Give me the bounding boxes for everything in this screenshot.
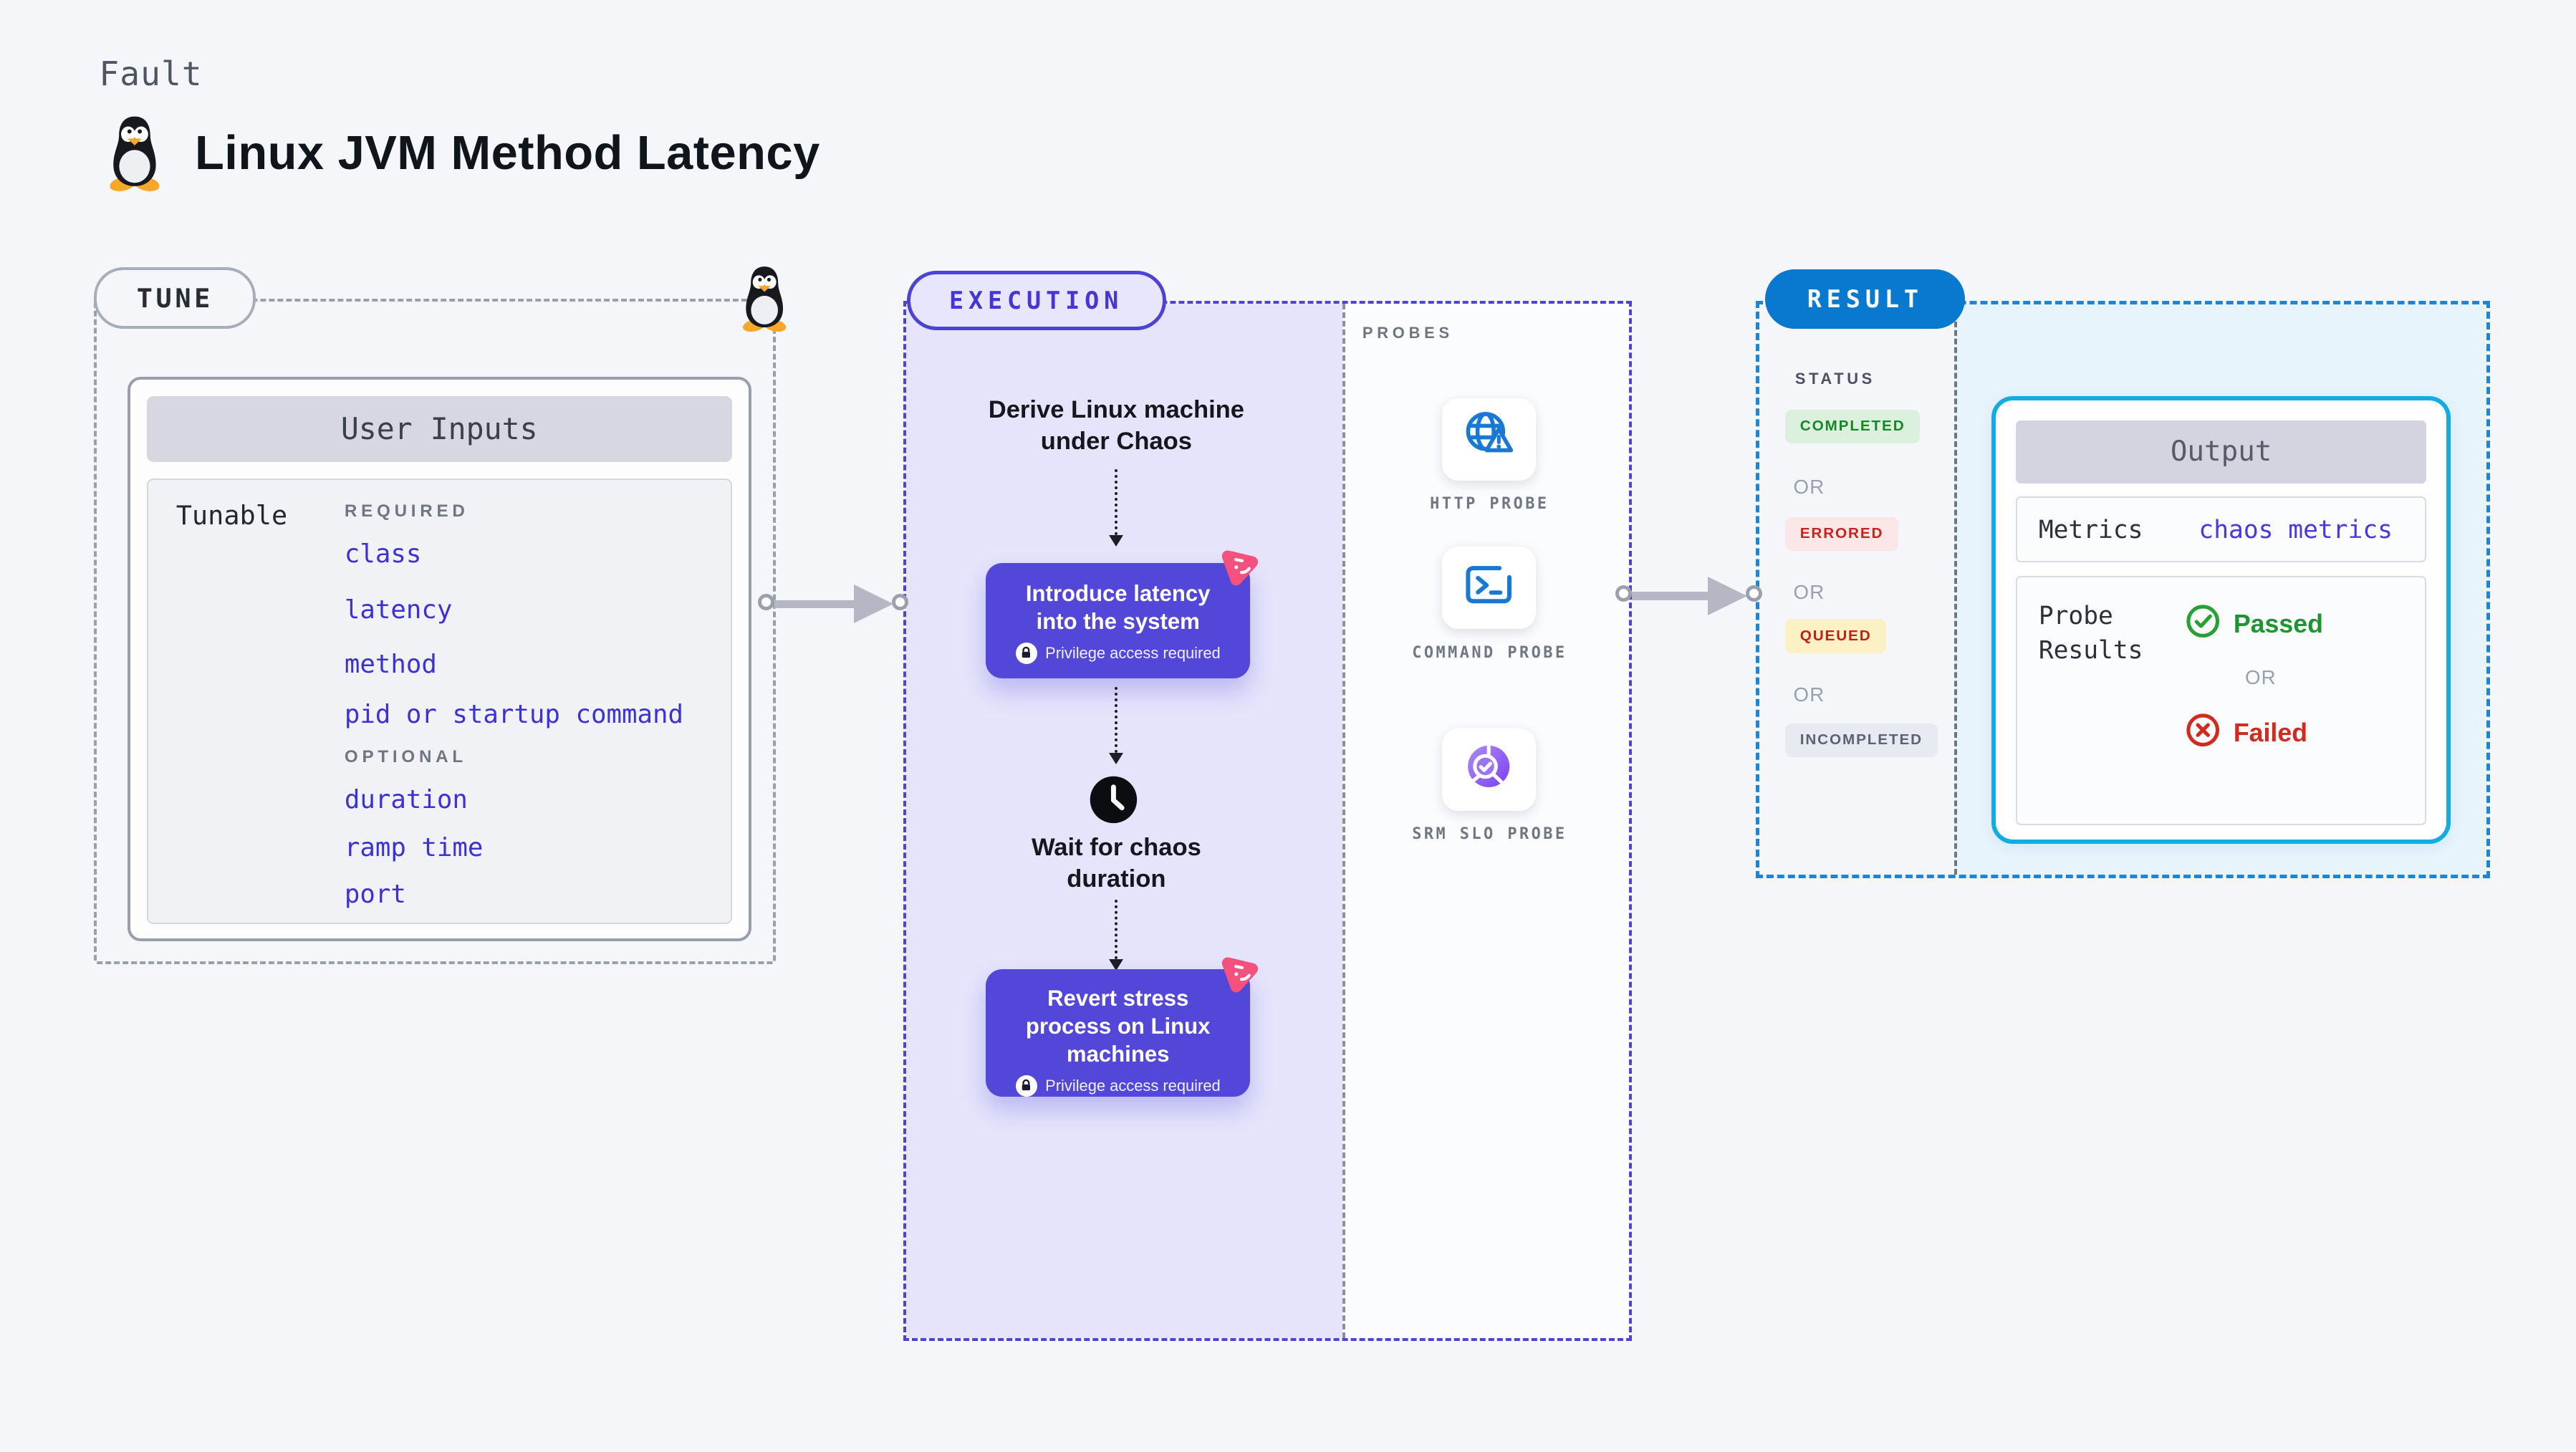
- execution-pill: EXECUTION: [906, 271, 1166, 331]
- introduce-latency-step[interactable]: Introduce latency into the system Privil…: [986, 563, 1251, 679]
- http-probe-label: HTTP PROBE: [1430, 495, 1549, 514]
- execution-to-result-arrowhead: [1707, 576, 1747, 615]
- result-pill: RESULT: [1765, 269, 1966, 329]
- lock-icon: [1015, 642, 1037, 664]
- revert-stress-step[interactable]: Revert stress process on Linux machines …: [986, 969, 1251, 1097]
- status-badge-incompleted: INCOMPLETED: [1785, 723, 1938, 757]
- tune-connector-dot: [758, 593, 775, 610]
- tunable-row-label: Tunable: [176, 499, 288, 531]
- user-inputs-card: User Inputs Tunable REQUIRED class laten…: [127, 376, 751, 941]
- probes-label: PROBES: [1362, 323, 1453, 342]
- lock-icon: [1015, 1074, 1037, 1097]
- optional-group-label: OPTIONAL: [344, 747, 467, 767]
- x-circle-icon: [2186, 713, 2220, 754]
- status-badge-completed: COMPLETED: [1785, 409, 1921, 443]
- tux-border-icon: [736, 264, 792, 332]
- verdict-passed: Passed: [2186, 604, 2323, 645]
- status-area: [1759, 304, 1954, 875]
- or-separator: OR: [2244, 666, 2277, 689]
- passed-text: Passed: [2233, 609, 2323, 638]
- tune-to-execution-arrow: [774, 600, 857, 609]
- flow-connector: [1115, 468, 1118, 535]
- derive-step-text: Derive Linux machine under Chaos: [988, 395, 1245, 455]
- tunable-link-method[interactable]: method: [344, 650, 437, 680]
- tunable-link-port[interactable]: port: [344, 879, 406, 909]
- flow-connector: [1115, 900, 1118, 960]
- flow-arrowhead: [1109, 959, 1123, 971]
- output-box: Output Metrics chaos metrics Probe Resul…: [1991, 396, 2451, 844]
- verdict-failed: Failed: [2186, 713, 2307, 754]
- tune-pill: TUNE: [94, 267, 256, 329]
- slo-donut-check-icon: [1461, 740, 1517, 799]
- execution-connector-dot: [891, 593, 908, 610]
- privilege-note: Privilege access required: [986, 1069, 1250, 1112]
- chaos-fault-icon: [1217, 543, 1261, 587]
- metrics-value-link[interactable]: chaos metrics: [2198, 516, 2393, 545]
- wait-step-text: Wait for chaos duration: [1031, 833, 1201, 893]
- terminal-icon: [1461, 557, 1517, 619]
- globe-alert-icon: [1459, 408, 1519, 471]
- flow-connector: [1115, 687, 1118, 754]
- page-title: Linux JVM Method Latency: [195, 126, 820, 181]
- tune-section: [94, 299, 777, 965]
- http-probe-card: [1441, 398, 1536, 481]
- status-badge-errored: ERRORED: [1785, 516, 1899, 551]
- user-inputs-header: User Inputs: [146, 395, 732, 462]
- page-kicker: Fault: [99, 54, 203, 94]
- probe-results-row: Probe Results Passed OR F: [2015, 575, 2427, 825]
- privilege-note-text: Privilege access required: [1045, 1076, 1221, 1095]
- command-probe-card: [1441, 547, 1536, 630]
- probes-connector-dot: [1615, 585, 1632, 602]
- probe-results-label: Probe Results: [2038, 601, 2143, 665]
- metrics-label: Metrics: [2038, 516, 2143, 545]
- step-title: Introduce latency into the system: [1025, 581, 1211, 635]
- tux-linux-icon: [102, 114, 167, 192]
- flow-arrowhead: [1109, 534, 1123, 547]
- or-separator: OR: [1793, 475, 1825, 498]
- tune-to-execution-arrowhead: [853, 585, 893, 624]
- status-label: STATUS: [1794, 370, 1875, 388]
- tunable-link-ramp-time[interactable]: ramp time: [344, 833, 484, 863]
- flow-arrowhead: [1109, 753, 1123, 765]
- tunable-link-duration[interactable]: duration: [344, 785, 468, 815]
- result-connector-dot: [1745, 585, 1762, 602]
- tunable-link-pid[interactable]: pid or startup command: [344, 699, 683, 729]
- command-probe-label: COMMAND PROBE: [1412, 643, 1567, 662]
- srm-slo-probe-label: SRM SLO PROBE: [1412, 825, 1567, 844]
- srm-slo-probe-card: [1441, 728, 1536, 811]
- or-separator: OR: [1793, 581, 1825, 604]
- privilege-note-text: Privilege access required: [1045, 643, 1221, 662]
- tunable-link-latency[interactable]: latency: [344, 595, 453, 625]
- required-group-label: REQUIRED: [344, 501, 469, 521]
- output-header: Output: [2015, 420, 2427, 484]
- step-title: Revert stress process on Linux machines: [1025, 985, 1211, 1067]
- metrics-row: Metrics chaos metrics: [2015, 496, 2427, 563]
- check-circle-icon: [2186, 604, 2220, 645]
- tunable-link-class[interactable]: class: [344, 539, 422, 569]
- chaos-fault-icon: [1217, 950, 1261, 994]
- or-separator: OR: [1793, 683, 1825, 706]
- wait-clock-icon: [1090, 776, 1138, 830]
- tunables-panel: Tunable REQUIRED class latency method pi…: [146, 478, 732, 925]
- status-badge-queued: QUEUED: [1785, 619, 1887, 653]
- failed-text: Failed: [2233, 718, 2308, 747]
- privilege-note: Privilege access required: [986, 636, 1250, 679]
- execution-to-result-arrow: [1631, 592, 1711, 600]
